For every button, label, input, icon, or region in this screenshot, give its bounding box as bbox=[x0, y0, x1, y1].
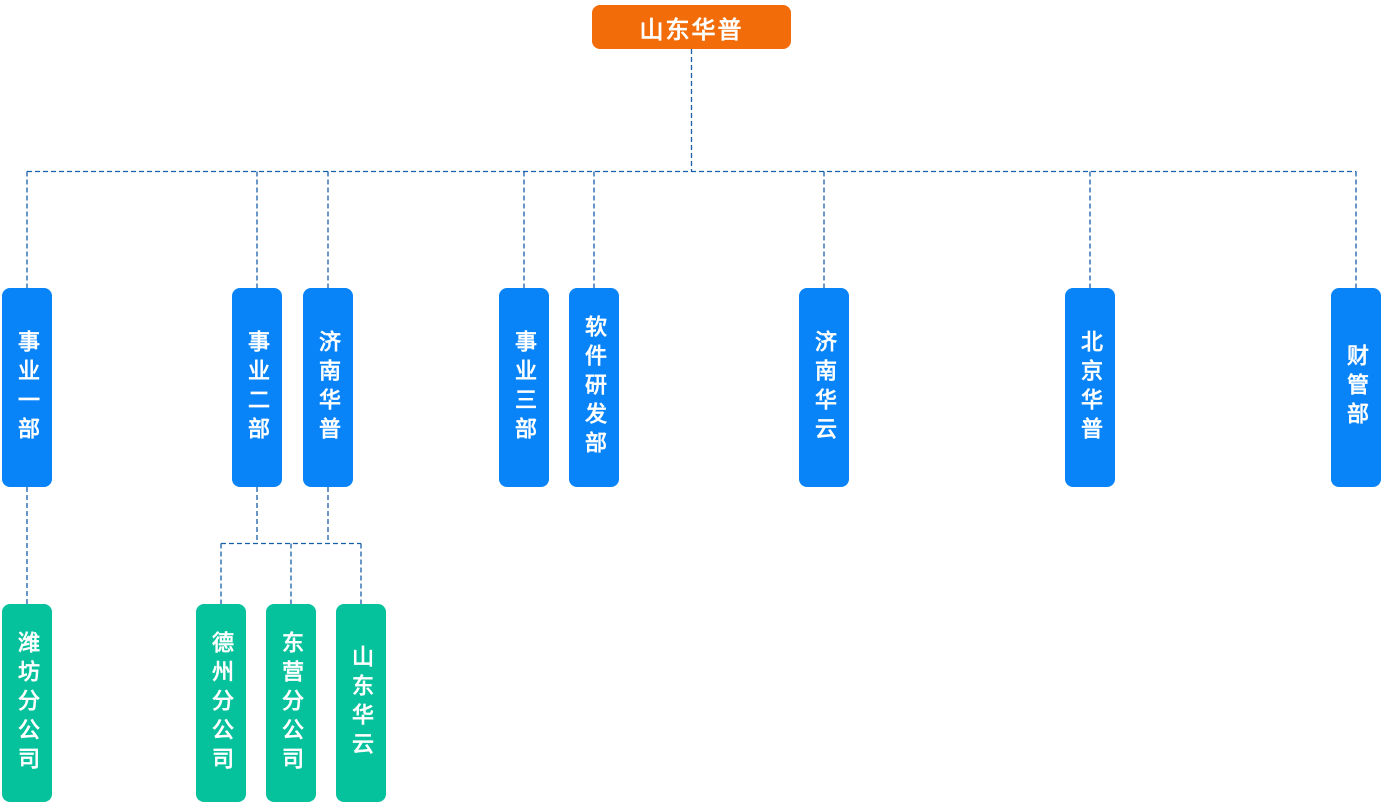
root-node-label: 山东华普 bbox=[639, 16, 744, 44]
branch-node-dongying[interactable]: 东营分公司 bbox=[266, 604, 316, 802]
department-node-label: 北京华普 bbox=[1078, 329, 1103, 446]
branch-node-label: 东营分公司 bbox=[279, 630, 304, 776]
connector-parent-drops bbox=[256, 487, 329, 544]
department-node-jinan-huapu[interactable]: 济南华普 bbox=[303, 288, 353, 487]
department-node-label: 事业三部 bbox=[512, 329, 537, 446]
department-node-jinan-huayun[interactable]: 济南华云 bbox=[799, 288, 849, 487]
connector-branch-drops bbox=[220, 543, 362, 604]
connector-dept-drops bbox=[26, 171, 1357, 288]
root-node[interactable]: 山东华普 bbox=[592, 5, 791, 49]
department-node-label: 事业一部 bbox=[15, 329, 40, 446]
department-node-shiye-yibu[interactable]: 事业一部 bbox=[2, 288, 52, 487]
branch-node-label: 潍坊分公司 bbox=[15, 630, 40, 776]
department-node-ruanjian-yanfabu[interactable]: 软件研发部 bbox=[569, 288, 619, 487]
department-node-label: 事业二部 bbox=[245, 329, 270, 446]
branch-node-label: 山东华云 bbox=[349, 645, 374, 761]
department-node-shiye-erbu[interactable]: 事业二部 bbox=[232, 288, 282, 487]
department-node-label: 济南华普 bbox=[316, 329, 341, 446]
department-node-label: 软件研发部 bbox=[582, 315, 607, 460]
department-node-beijing-huapu[interactable]: 北京华普 bbox=[1065, 288, 1115, 487]
branch-node-label: 德州分公司 bbox=[209, 630, 234, 776]
branch-node-weifang[interactable]: 潍坊分公司 bbox=[2, 604, 52, 802]
branch-node-dezhou[interactable]: 德州分公司 bbox=[196, 604, 246, 802]
branch-node-shandong-huayun[interactable]: 山东华云 bbox=[336, 604, 386, 802]
department-node-label: 济南华云 bbox=[812, 329, 837, 446]
department-node-shiye-sanbu[interactable]: 事业三部 bbox=[499, 288, 549, 487]
department-node-label: 财管部 bbox=[1344, 344, 1369, 431]
department-node-caiguanbu[interactable]: 财管部 bbox=[1331, 288, 1381, 487]
